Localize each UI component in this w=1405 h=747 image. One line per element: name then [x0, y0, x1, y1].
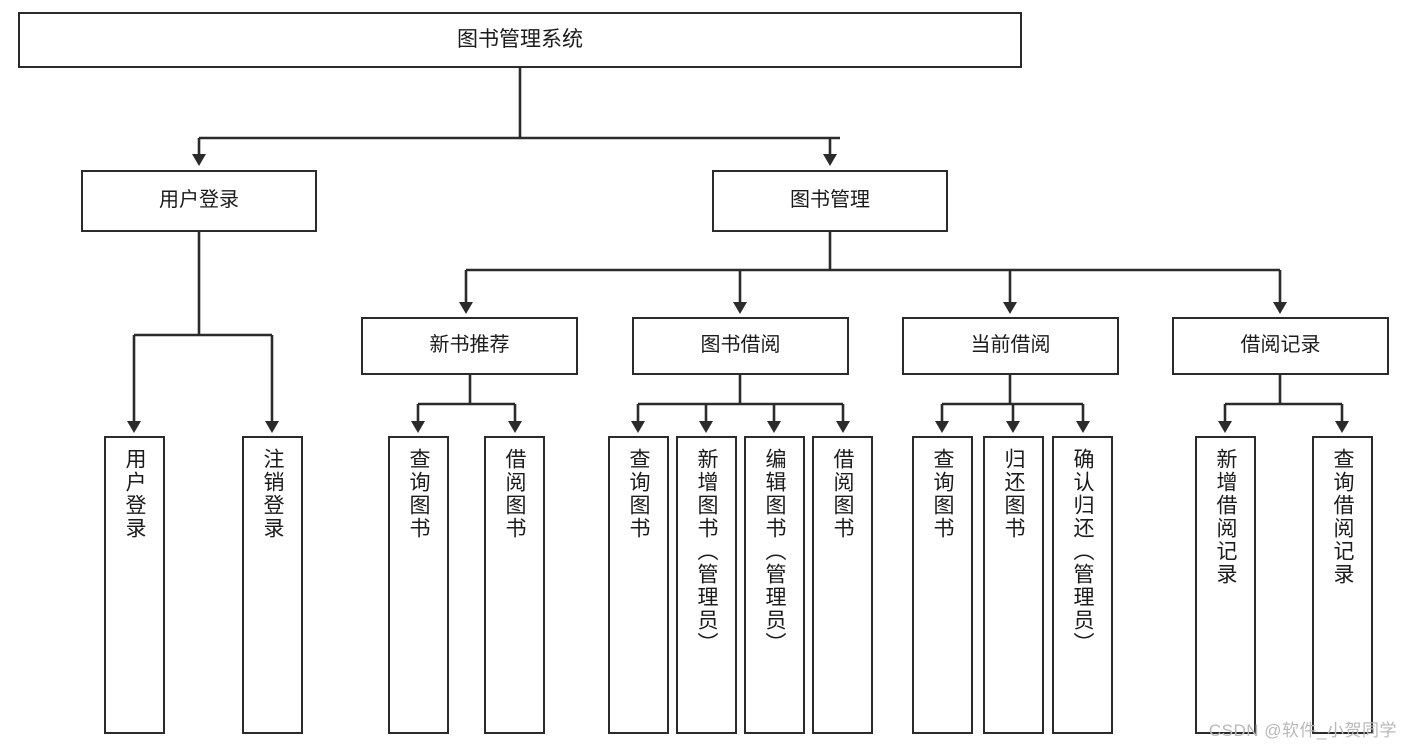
- node-label: 借阅图书: [831, 448, 854, 540]
- node-label: 查询借阅记录: [1331, 448, 1354, 586]
- leaf-query-book-borrowing[interactable]: 查询图书: [608, 436, 669, 734]
- node-current-borrowing[interactable]: 当前借阅: [902, 317, 1119, 375]
- node-label: 查询图书: [407, 448, 430, 540]
- node-label: 图书管理: [790, 189, 870, 212]
- node-label: 用户登录: [123, 448, 146, 540]
- node-label: 归还图书: [1002, 448, 1025, 540]
- leaf-confirm-return-admin[interactable]: 确认归还（管理员）: [1052, 436, 1113, 734]
- node-label: 借阅图书: [503, 448, 526, 540]
- node-label: 图书管理系统: [457, 27, 583, 51]
- node-label: 图书借阅: [700, 334, 781, 357]
- leaf-query-book-current[interactable]: 查询图书: [912, 436, 973, 734]
- node-label: 当前借阅: [970, 334, 1051, 357]
- node-label: 确认归还（管理员）: [1071, 448, 1094, 655]
- node-label: 编辑图书（管理员）: [763, 448, 786, 655]
- node-book-management-system[interactable]: 图书管理系统: [18, 12, 1022, 68]
- node-label: 新书推荐: [429, 334, 510, 357]
- node-label: 新增图书（管理员）: [695, 448, 718, 655]
- leaf-add-book-admin[interactable]: 新增图书（管理员）: [676, 436, 737, 734]
- node-label: 注销登录: [261, 448, 284, 540]
- leaf-logout[interactable]: 注销登录: [242, 436, 303, 734]
- leaf-user-login[interactable]: 用户登录: [104, 436, 165, 734]
- node-book-borrowing[interactable]: 图书借阅: [632, 317, 849, 375]
- leaf-add-borrowing-record[interactable]: 新增借阅记录: [1195, 436, 1256, 734]
- leaf-borrow-book-new-recommendation[interactable]: 借阅图书: [484, 436, 545, 734]
- leaf-borrow-book-borrowing[interactable]: 借阅图书: [812, 436, 873, 734]
- leaf-edit-book-admin[interactable]: 编辑图书（管理员）: [744, 436, 805, 734]
- leaf-query-book-new-recommendation[interactable]: 查询图书: [388, 436, 449, 734]
- leaf-query-borrowing-record[interactable]: 查询借阅记录: [1312, 436, 1373, 734]
- node-label: 新增借阅记录: [1214, 448, 1237, 586]
- node-label: 用户登录: [159, 189, 239, 212]
- node-new-book-recommendation[interactable]: 新书推荐: [361, 317, 578, 375]
- node-label: 借阅记录: [1240, 334, 1321, 357]
- node-book-management[interactable]: 图书管理: [712, 170, 948, 232]
- node-label: 查询图书: [627, 448, 650, 540]
- node-label: 查询图书: [931, 448, 954, 540]
- node-borrowing-record[interactable]: 借阅记录: [1172, 317, 1389, 375]
- watermark-text: CSDN @软件_小贺同学: [1208, 721, 1397, 740]
- node-user-login[interactable]: 用户登录: [81, 170, 317, 232]
- leaf-return-book[interactable]: 归还图书: [983, 436, 1044, 734]
